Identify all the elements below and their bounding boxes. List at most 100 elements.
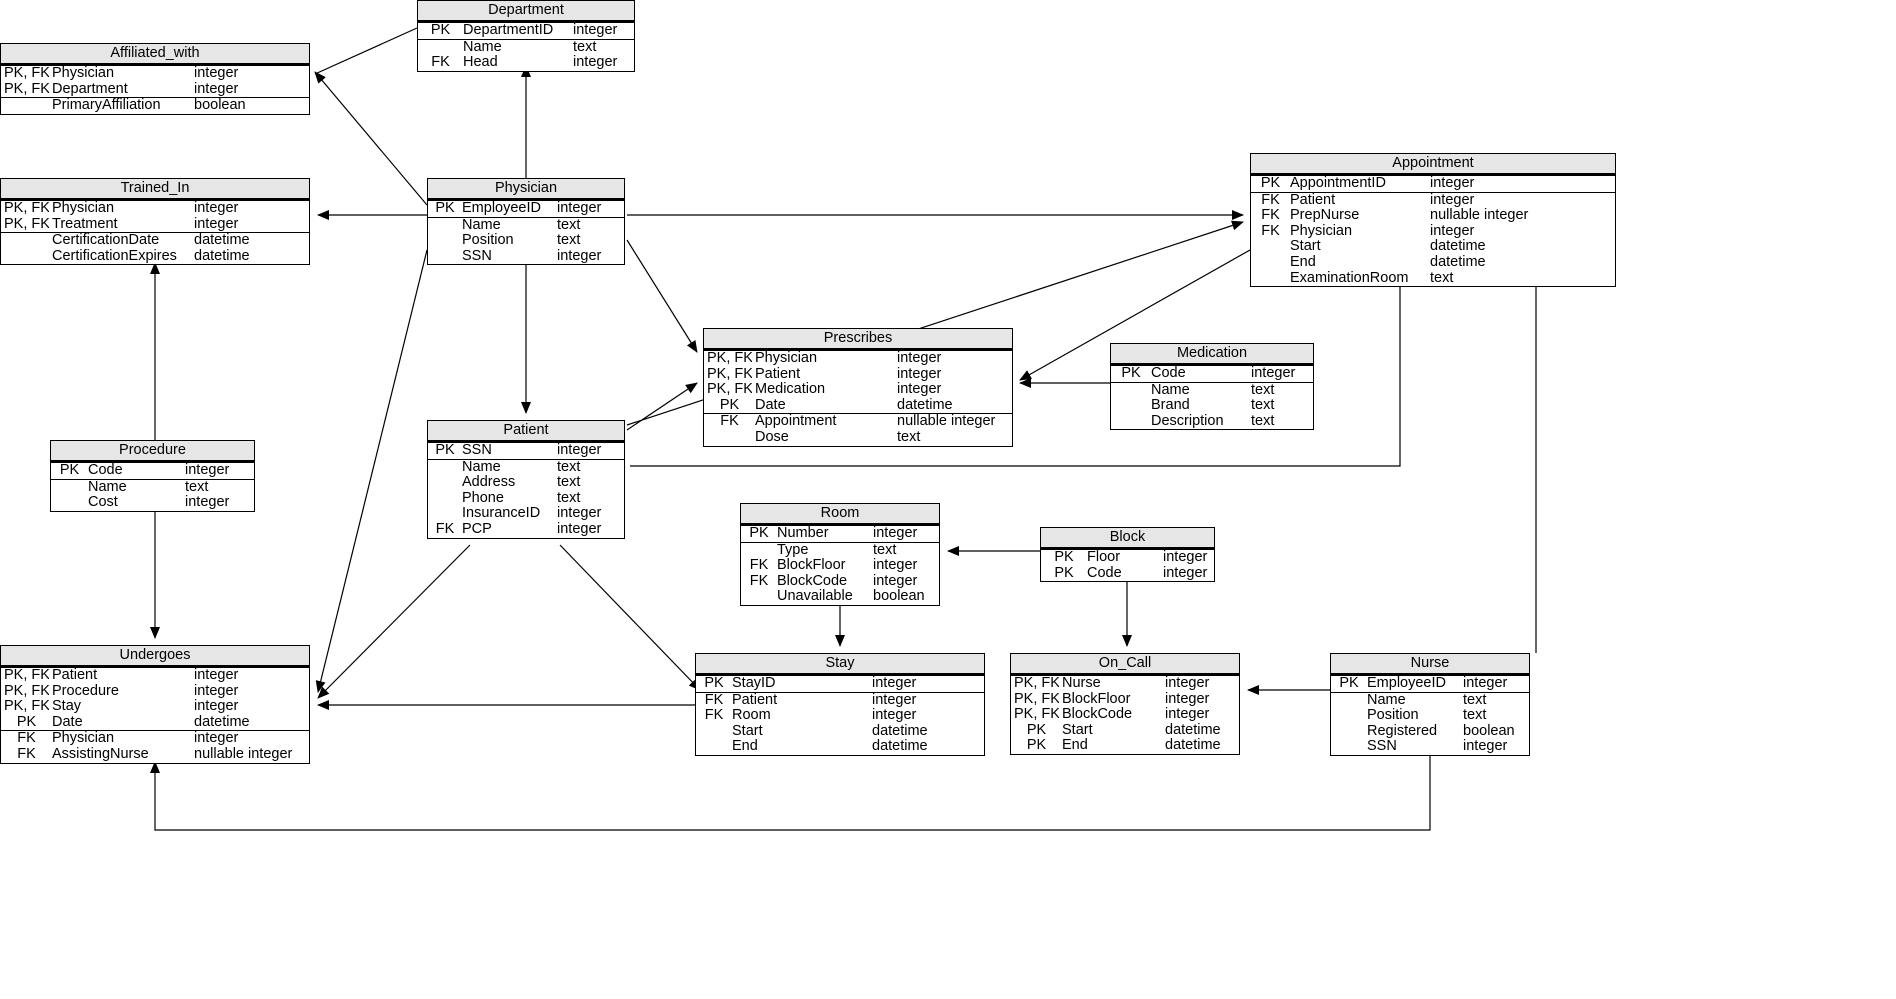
attribute-key: PK, FK (4, 66, 49, 81)
attribute-type: boolean (1463, 723, 1515, 739)
attribute-name: Start (1062, 722, 1093, 738)
attribute-name: StayID (732, 676, 776, 691)
attribute-name: Name (459, 216, 554, 234)
attribute-key: PK (59, 463, 80, 478)
attribute-key (1331, 691, 1364, 709)
attribute-type: datetime (872, 739, 928, 755)
attribute-name: ExaminationRoom (1290, 270, 1409, 286)
attribute-name: Department (52, 81, 128, 97)
attribute-key: PK, FK (4, 668, 49, 683)
edge-department-affiliated_with (314, 27, 418, 75)
attribute-type: integer (1165, 707, 1210, 723)
entity-title-stay: Stay (696, 654, 984, 676)
attribute-name: Dose (755, 429, 789, 445)
attribute-name: BlockCode (1062, 707, 1133, 723)
attribute-key: FK (1251, 191, 1287, 209)
attribute-name: Physician (755, 351, 818, 366)
attribute-type: text (1430, 270, 1454, 286)
attribute-name: DepartmentID (463, 23, 554, 38)
edge-physician-affiliated_with (314, 71, 428, 206)
attribute-type: text (897, 429, 921, 445)
attribute-name: Cost (88, 495, 118, 511)
attribute-key (696, 724, 729, 740)
attribute-type: integer (194, 201, 239, 216)
attribute-type: integer (557, 521, 602, 537)
attribute-key: PK, FK (1014, 707, 1059, 723)
attribute-type: integer (1165, 691, 1210, 707)
attribute-key: PK (16, 714, 37, 730)
attribute-key (1, 232, 49, 249)
attribute-type: text (554, 216, 624, 234)
attribute-type: integer (557, 248, 602, 264)
attribute-key: PK (1054, 565, 1074, 581)
attribute-type: integer (1430, 176, 1475, 191)
attribute-type: integer (1463, 676, 1508, 691)
attribute-key (1111, 414, 1148, 430)
attribute-type: integer (1463, 739, 1508, 755)
attribute-name: Number (777, 526, 829, 541)
attribute-key (51, 478, 85, 496)
attribute-type: integer (185, 463, 230, 478)
attribute-name: EmployeeID (1367, 676, 1446, 691)
attribute-name: Stay (52, 699, 82, 715)
attribute-name: Appointment (752, 413, 894, 430)
attribute-type: integer (873, 558, 918, 574)
attribute-type: integer (557, 506, 602, 522)
attribute-name: PrimaryAffiliation (49, 97, 191, 114)
attribute-row: Dose text (704, 430, 1012, 446)
entity-title-patient: Patient (428, 421, 624, 443)
attribute-key (1251, 271, 1287, 287)
attribute-name: InsuranceID (462, 506, 541, 522)
attribute-type: text (1248, 381, 1313, 399)
attribute-type: integer (1165, 676, 1210, 691)
attribute-type: integer (557, 443, 602, 458)
attribute-name: Code (88, 463, 123, 478)
attribute-key: FK (1261, 208, 1280, 224)
attribute-key (1251, 255, 1287, 271)
attribute-type: nullable integer (1430, 208, 1529, 224)
attribute-key: PK, FK (707, 366, 752, 382)
attribute-name: Patient (52, 668, 98, 683)
attribute-type: integer (194, 683, 239, 699)
attribute-name: Type (774, 541, 870, 559)
attribute-name: Procedure (52, 683, 119, 699)
attribute-key (1331, 739, 1364, 755)
attribute-key: PK (430, 23, 451, 38)
attribute-type: text (570, 38, 634, 56)
